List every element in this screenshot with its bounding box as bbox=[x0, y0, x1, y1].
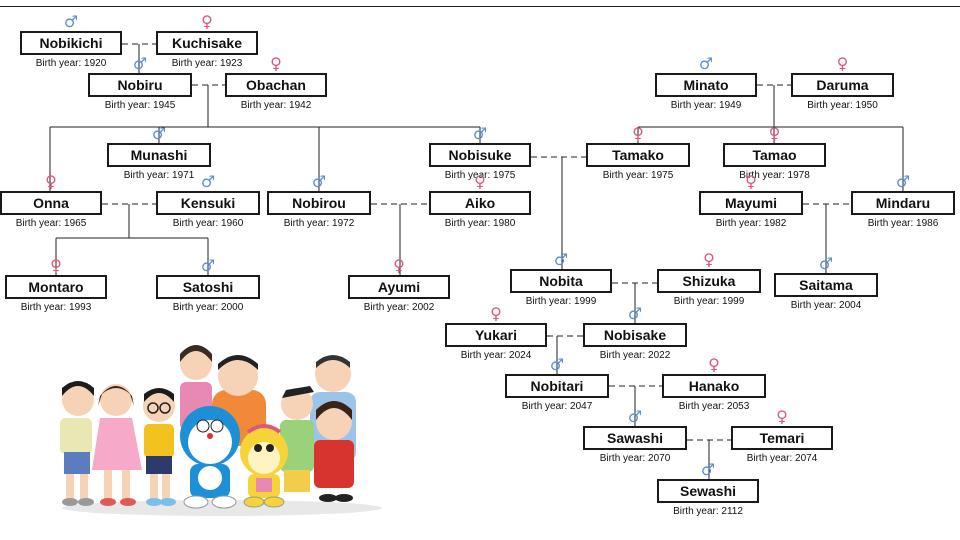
female-symbol-icon: ♀ bbox=[490, 304, 502, 323]
birth-year: Birth year: 1920 bbox=[35, 58, 107, 69]
person-name: Mindaru bbox=[851, 191, 955, 215]
birth-year: Birth year: 1980 bbox=[444, 218, 516, 229]
birth-year: Birth year: 1999 bbox=[673, 296, 745, 307]
female-symbol-icon: ♀ bbox=[776, 407, 788, 426]
male-symbol-icon: ♂ bbox=[200, 172, 216, 191]
person-name: Nobisuke bbox=[429, 143, 531, 167]
male-symbol-icon: ♂ bbox=[700, 460, 716, 479]
male-symbol-icon: ♂ bbox=[698, 54, 714, 73]
birth-year: Birth year: 1975 bbox=[444, 170, 516, 181]
birth-year: Birth year: 2047 bbox=[521, 401, 593, 412]
birth-year: Birth year: 1975 bbox=[602, 170, 674, 181]
person-name: Saitama bbox=[774, 273, 878, 297]
birth-year: Birth year: 1999 bbox=[525, 296, 597, 307]
person-name: Daruma bbox=[791, 73, 894, 97]
birth-year: Birth year: 2022 bbox=[599, 350, 671, 361]
person-name: Hanako bbox=[662, 374, 766, 398]
person-name: Kensuki bbox=[156, 191, 260, 215]
birth-year: Birth year: 1971 bbox=[123, 170, 195, 181]
person-name: Munashi bbox=[107, 143, 211, 167]
male-symbol-icon: ♂ bbox=[818, 254, 834, 273]
male-symbol-icon: ♂ bbox=[549, 355, 565, 374]
male-symbol-icon: ♂ bbox=[472, 124, 488, 143]
male-symbol-icon: ♂ bbox=[627, 407, 643, 426]
female-symbol-icon: ♀ bbox=[393, 256, 405, 275]
person-name: Nobiru bbox=[88, 73, 192, 97]
male-symbol-icon: ♂ bbox=[627, 304, 643, 323]
female-symbol-icon: ♀ bbox=[836, 54, 849, 73]
birth-year: Birth year: 2074 bbox=[746, 453, 818, 464]
female-symbol-icon: ♀ bbox=[708, 355, 720, 374]
person-name: Tamako bbox=[586, 143, 690, 167]
person-name: Sewashi bbox=[657, 479, 759, 503]
male-symbol-icon: ♂ bbox=[132, 54, 148, 73]
female-symbol-icon: ♀ bbox=[45, 172, 57, 191]
female-symbol-icon: ♀ bbox=[270, 54, 282, 73]
person-name: Onna bbox=[0, 191, 102, 215]
female-symbol-icon: ♀ bbox=[768, 124, 781, 143]
person-name: Sawashi bbox=[583, 426, 687, 450]
person-name: Nobisake bbox=[583, 323, 687, 347]
birth-year: Birth year: 1945 bbox=[104, 100, 176, 111]
person-name: Shizuka bbox=[657, 269, 761, 293]
person-name: Nobirou bbox=[267, 191, 371, 215]
birth-year: Birth year: 2004 bbox=[790, 300, 862, 311]
person-name: Mayumi bbox=[699, 191, 803, 215]
male-symbol-icon: ♂ bbox=[200, 256, 216, 275]
male-symbol-icon: ♂ bbox=[553, 250, 569, 269]
cartoon-characters-illustration bbox=[60, 345, 382, 516]
birth-year: Birth year: 1960 bbox=[172, 218, 244, 229]
birth-year: Birth year: 1950 bbox=[807, 100, 878, 111]
person-name: Yukari bbox=[445, 323, 547, 347]
male-symbol-icon: ♂ bbox=[63, 12, 79, 31]
person-name: Temari bbox=[731, 426, 833, 450]
birth-year: Birth year: 1978 bbox=[739, 170, 810, 181]
person-name: Nobikichi bbox=[20, 31, 122, 55]
person-name: Tamao bbox=[723, 143, 826, 167]
person-name: Montaro bbox=[5, 275, 107, 299]
birth-year: Birth year: 1993 bbox=[20, 302, 92, 313]
person-name: Aiko bbox=[429, 191, 531, 215]
top-divider bbox=[0, 6, 960, 7]
birth-year: Birth year: 1942 bbox=[240, 100, 312, 111]
birth-year: Birth year: 1982 bbox=[715, 218, 787, 229]
female-symbol-icon: ♀ bbox=[745, 172, 757, 191]
female-symbol-icon: ♀ bbox=[201, 12, 213, 31]
person-name: Ayumi bbox=[348, 275, 450, 299]
female-symbol-icon: ♀ bbox=[703, 250, 715, 269]
male-symbol-icon: ♂ bbox=[311, 172, 327, 191]
female-symbol-icon: ♀ bbox=[474, 172, 486, 191]
birth-year: Birth year: 2112 bbox=[673, 506, 743, 517]
male-symbol-icon: ♂ bbox=[151, 124, 167, 143]
female-symbol-icon: ♀ bbox=[632, 124, 644, 143]
person-name: Kuchisake bbox=[156, 31, 258, 55]
birth-year: Birth year: 2053 bbox=[678, 401, 750, 412]
person-name: Nobitari bbox=[505, 374, 609, 398]
person-name: Nobita bbox=[510, 269, 612, 293]
birth-year: Birth year: 2024 bbox=[460, 350, 532, 361]
male-symbol-icon: ♂ bbox=[895, 172, 911, 191]
birth-year: Birth year: 2000 bbox=[172, 302, 244, 313]
birth-year: Birth year: 2070 bbox=[599, 453, 671, 464]
birth-year: Birth year: 1986 bbox=[867, 218, 939, 229]
birth-year: Birth year: 1965 bbox=[15, 218, 87, 229]
birth-year: Birth year: 1923 bbox=[171, 58, 243, 69]
person-name: Obachan bbox=[225, 73, 327, 97]
female-symbol-icon: ♀ bbox=[50, 256, 62, 275]
birth-year: Birth year: 1972 bbox=[283, 218, 355, 229]
birth-year: Birth year: 1949 bbox=[670, 100, 742, 111]
person-name: Satoshi bbox=[156, 275, 260, 299]
person-name: Minato bbox=[655, 73, 757, 97]
birth-year: Birth year: 2002 bbox=[363, 302, 435, 313]
